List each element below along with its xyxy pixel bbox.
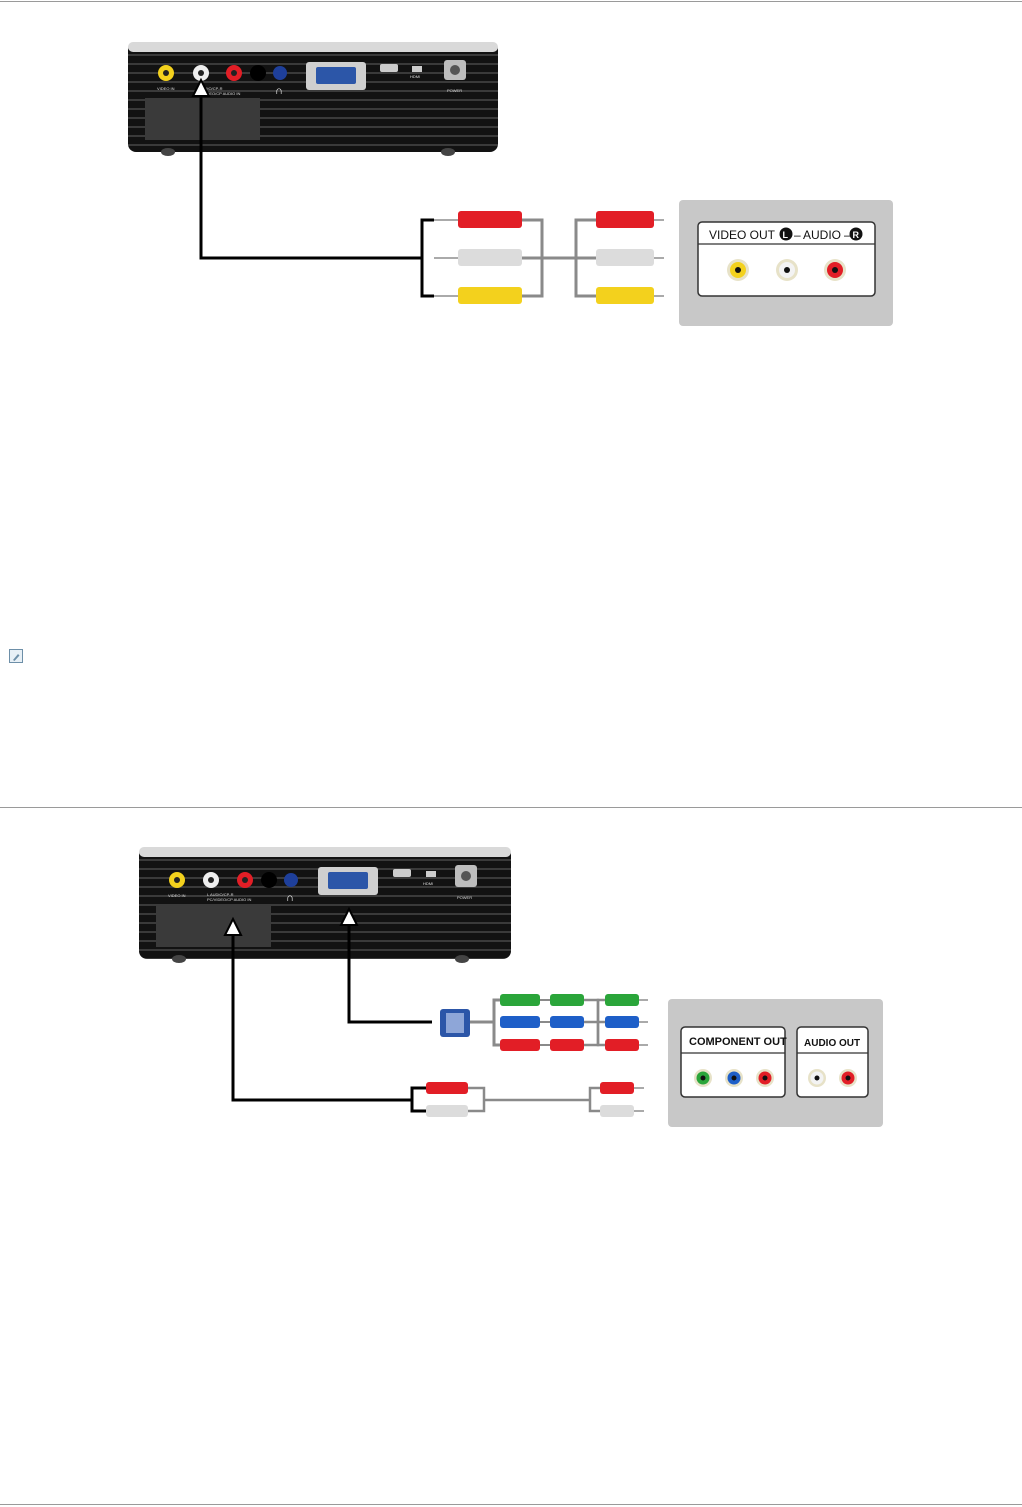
audio-label: AUDIO [803, 228, 841, 242]
headphone-port [273, 66, 287, 80]
audio-left-out-jack [776, 259, 798, 281]
component-cable [500, 994, 648, 1051]
rca-av-cable [434, 211, 664, 304]
component-source-panel: COMPONENT OUT AUDIO OUT [668, 999, 883, 1127]
power-label-2: POWER [457, 895, 472, 900]
svg-text:∩: ∩ [286, 892, 294, 904]
power-label: POWER [447, 88, 462, 93]
audio-out-label: AUDIO OUT [804, 1038, 860, 1049]
vga-to-component-adapter [440, 1000, 500, 1045]
svg-text:–: – [794, 228, 801, 242]
composite-connection-diagram: ∩ VIDEO IN L AUDIO/CP-R PC/VIDEO/CP AUDI… [0, 30, 1022, 340]
video-out-jack [727, 259, 749, 281]
component-out-label: COMPONENT OUT [689, 1036, 787, 1048]
svg-text:∩: ∩ [275, 85, 283, 97]
projector-rear-panel: ∩ VIDEO IN L AUDIO/CP-R PC/VIDEO/CP AUDI… [128, 42, 498, 156]
rca-plug-red-right [596, 211, 664, 228]
component-pr-jack [756, 1069, 774, 1087]
av-source-panel: VIDEO OUT L – AUDIO – R [679, 200, 893, 326]
video-in-label: VIDEO IN [157, 86, 175, 91]
audio-out-left-jack [808, 1069, 826, 1087]
audio-right-out-jack [824, 259, 846, 281]
rca-plug-yellow-left [434, 287, 522, 304]
projector-rear-panel-2: ∩ VIDEO IN L AUDIO/CP-R PC/VIDEO/CP AUDI… [139, 847, 511, 963]
rca-plug-yellow-right [596, 287, 664, 304]
audio-sub-label-2: PC/VIDEO/CP AUDIO IN [207, 897, 251, 902]
right-channel-badge: R [853, 230, 860, 240]
top-divider [0, 1, 1022, 2]
hdmi-label: HDMI [410, 74, 420, 79]
video-in-label-2: VIDEO IN [168, 893, 186, 898]
stereo-audio-cable [426, 1082, 644, 1117]
rca-plug-red-left [434, 211, 522, 228]
component-connection-diagram: ∩ VIDEO IN L AUDIO/CP-R PC/VIDEO/CP AUDI… [0, 835, 1022, 1145]
component-pb-jack [725, 1069, 743, 1087]
audio-out-right-jack [839, 1069, 857, 1087]
note-icon [9, 649, 23, 663]
hdmi-label-2: HDMI [423, 881, 433, 886]
component-y-jack [694, 1069, 712, 1087]
bottom-divider [0, 1504, 1022, 1505]
video-out-label: VIDEO OUT [709, 228, 776, 242]
middle-divider [0, 807, 1022, 808]
rca-plug-white-right [596, 249, 664, 266]
rca-plug-white-left [434, 249, 522, 266]
left-channel-badge: L [783, 230, 789, 240]
